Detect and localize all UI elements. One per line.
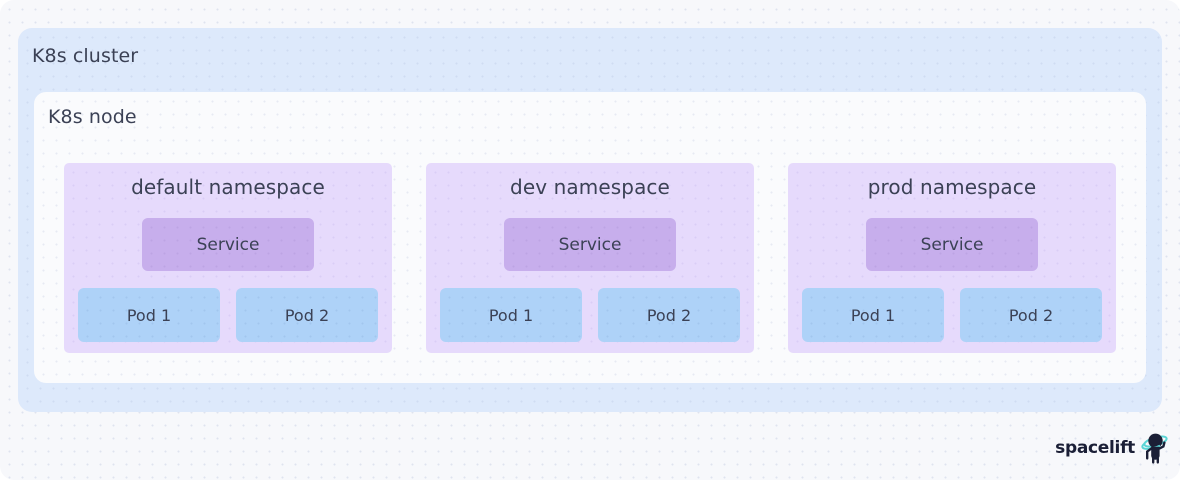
namespace-title: default namespace xyxy=(131,175,325,199)
pod-box: Pod 1 xyxy=(802,288,944,342)
pod-box: Pod 1 xyxy=(78,288,220,342)
pod-box: Pod 2 xyxy=(960,288,1102,342)
pod-row: Pod 1 Pod 2 xyxy=(440,288,740,342)
namespace-row: default namespace Service Pod 1 Pod 2 de… xyxy=(64,163,1116,353)
namespace-title: dev namespace xyxy=(510,175,670,199)
namespace-prod: prod namespace Service Pod 1 Pod 2 xyxy=(788,163,1116,353)
k8s-node-container: K8s node default namespace Service Pod 1… xyxy=(34,92,1146,383)
spacelift-wordmark: spacelift xyxy=(1055,437,1135,458)
k8s-cluster-container: K8s cluster K8s node default namespace S… xyxy=(18,28,1162,412)
namespace-dev: dev namespace Service Pod 1 Pod 2 xyxy=(426,163,754,353)
spacelift-logo: spacelift xyxy=(1055,430,1168,466)
astronaut-icon xyxy=(1134,430,1168,464)
pod-box: Pod 2 xyxy=(236,288,378,342)
k8s-cluster-label: K8s cluster xyxy=(32,45,139,67)
namespace-default: default namespace Service Pod 1 Pod 2 xyxy=(64,163,392,353)
pod-box: Pod 2 xyxy=(598,288,740,342)
pod-row: Pod 1 Pod 2 xyxy=(802,288,1102,342)
service-box: Service xyxy=(504,218,676,271)
namespace-title: prod namespace xyxy=(867,175,1037,199)
pod-row: Pod 1 Pod 2 xyxy=(78,288,378,342)
pod-box: Pod 1 xyxy=(440,288,582,342)
service-box: Service xyxy=(142,218,314,271)
k8s-node-label: K8s node xyxy=(48,106,137,128)
service-box: Service xyxy=(866,218,1038,271)
